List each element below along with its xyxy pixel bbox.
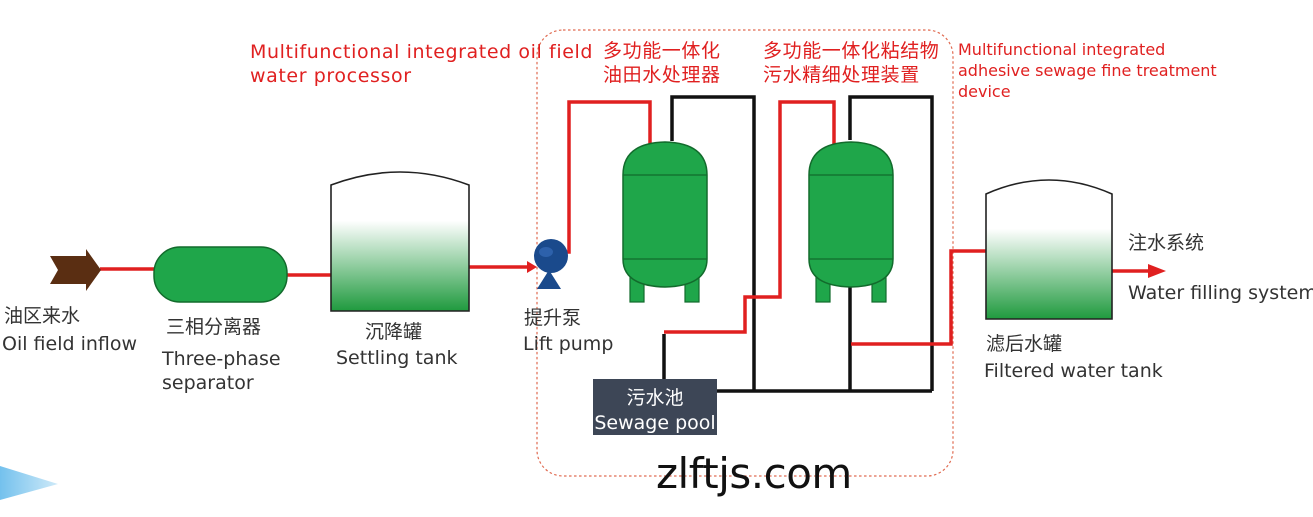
settling-tank-label-en: Settling tank bbox=[336, 347, 458, 369]
arrow-head bbox=[527, 261, 537, 273]
lift-pump-icon bbox=[534, 239, 568, 289]
corner-decoration bbox=[0, 466, 58, 500]
pool-label-en: Sewage pool bbox=[594, 412, 716, 434]
device-title-en-line1: Multifunctional integrated bbox=[958, 40, 1166, 59]
filtered-tank-label-en: Filtered water tank bbox=[984, 360, 1163, 382]
inflow-label-en: Oil field inflow bbox=[2, 333, 138, 355]
injection-label-cn: 注水系统 bbox=[1128, 232, 1205, 254]
separator-label-cn: 三相分离器 bbox=[166, 316, 262, 338]
separator-label-en-line2: separator bbox=[162, 372, 254, 394]
inflow-label-cn: 油区来水 bbox=[4, 305, 81, 327]
filtered-tank-label-cn: 滤后水罐 bbox=[986, 333, 1063, 355]
pump-label-en: Lift pump bbox=[523, 333, 614, 355]
oilfield-water-processor-vessel bbox=[622, 141, 708, 303]
device-title-cn-line1: 多功能一体化粘结物 bbox=[763, 40, 940, 62]
injection-label-en: Water filling system bbox=[1128, 282, 1313, 304]
separator-label-en-line1: Three-phase bbox=[162, 348, 281, 370]
processor-title-cn-line2: 油田水处理器 bbox=[603, 64, 721, 86]
processor-title-en-line1: Multifunctional integrated oil field bbox=[250, 41, 594, 63]
output-arrow-head bbox=[1148, 264, 1166, 278]
device-title-cn-line2: 污水精细处理装置 bbox=[763, 64, 920, 86]
processor-title-cn-line1: 多功能一体化 bbox=[603, 40, 721, 62]
device-title-en-line2: adhesive sewage fine treatment bbox=[958, 61, 1217, 80]
sewage-pool: 污水池 Sewage pool bbox=[593, 379, 717, 435]
processor-title-en-line2: water processor bbox=[250, 65, 412, 87]
adhesive-sewage-treatment-vessel bbox=[808, 141, 894, 303]
flow-lines bbox=[100, 100, 1150, 346]
settling-tank-label-cn: 沉降罐 bbox=[365, 321, 423, 343]
pump-label-cn: 提升泵 bbox=[524, 307, 582, 329]
three-phase-separator bbox=[153, 246, 288, 303]
drain-lines bbox=[662, 95, 934, 393]
settling-tank bbox=[330, 171, 470, 312]
device-title-en-line3: device bbox=[958, 82, 1011, 101]
inflow-arrow-icon bbox=[50, 249, 101, 291]
pool-label-cn: 污水池 bbox=[626, 387, 684, 409]
watermark: zlftjs.com bbox=[656, 449, 852, 498]
filtered-water-tank bbox=[985, 179, 1113, 320]
